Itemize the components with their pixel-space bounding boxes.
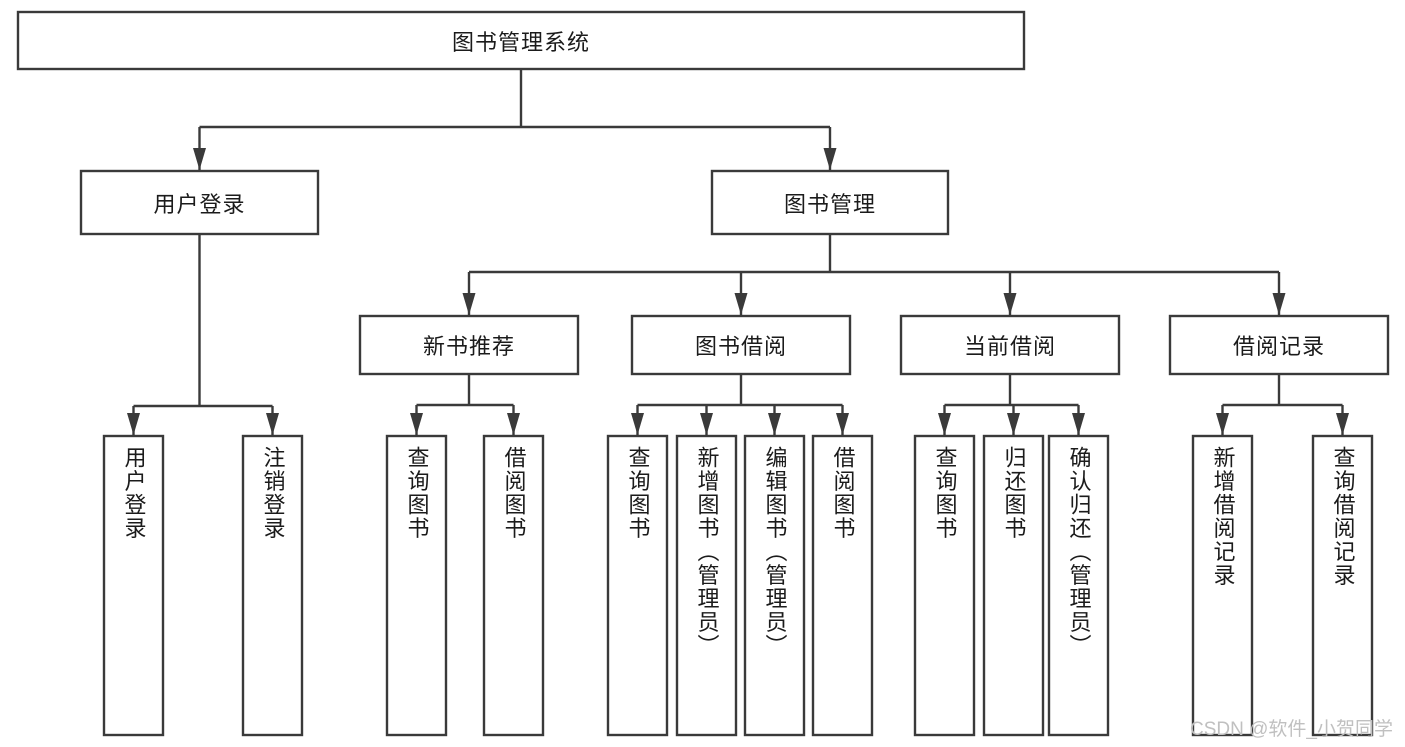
node-box-new-book-recommend[interactable] [358,314,580,376]
arrow-head-icon [1216,413,1229,435]
arrow-head-icon [1003,293,1017,315]
node-box-leaf-edit-book[interactable] [743,434,806,737]
arrow-head-icon [631,413,644,435]
arrow-head-icon [938,413,951,435]
arrow-head-icon [507,413,520,435]
connector-lines [127,69,1349,435]
arrow-head-icon [127,413,140,435]
node-box-borrow-record[interactable] [1168,314,1390,376]
arrow-head-icon [700,413,713,435]
arrow-head-icon [1072,413,1085,435]
node-box-leaf-query-book-rec[interactable] [385,434,448,737]
node-box-leaf-borrow-book-rec[interactable] [482,434,545,737]
arrow-head-icon [193,148,206,170]
node-box-book-manage[interactable] [710,169,950,236]
arrow-head-icon [768,413,781,435]
arrow-head-icon [462,293,476,315]
arrow-head-icon [1007,413,1020,435]
node-box-leaf-add-record[interactable] [1191,434,1254,737]
node-boxes [16,10,1390,737]
node-box-leaf-add-book[interactable] [675,434,738,737]
node-box-leaf-confirm-return[interactable] [1047,434,1110,737]
arrow-head-icon [1336,413,1349,435]
node-box-user-login[interactable] [79,169,320,236]
node-box-leaf-user-login[interactable] [102,434,165,737]
node-box-leaf-return-book[interactable] [982,434,1045,737]
node-box-leaf-logout[interactable] [241,434,304,737]
arrow-head-icon [1272,293,1286,315]
node-box-current-borrow[interactable] [899,314,1121,376]
node-box-book-borrow[interactable] [630,314,852,376]
node-box-root[interactable] [16,10,1026,71]
arrow-head-icon [836,413,849,435]
arrow-head-icon [734,293,748,315]
node-box-leaf-query-book-borrow[interactable] [606,434,669,737]
arrow-head-icon [410,413,423,435]
node-box-leaf-query-record[interactable] [1311,434,1374,737]
arrow-head-icon [266,413,279,435]
node-box-leaf-query-book-cur[interactable] [913,434,976,737]
arrow-head-icon [823,148,837,170]
node-box-leaf-borrow-book[interactable] [811,434,874,737]
